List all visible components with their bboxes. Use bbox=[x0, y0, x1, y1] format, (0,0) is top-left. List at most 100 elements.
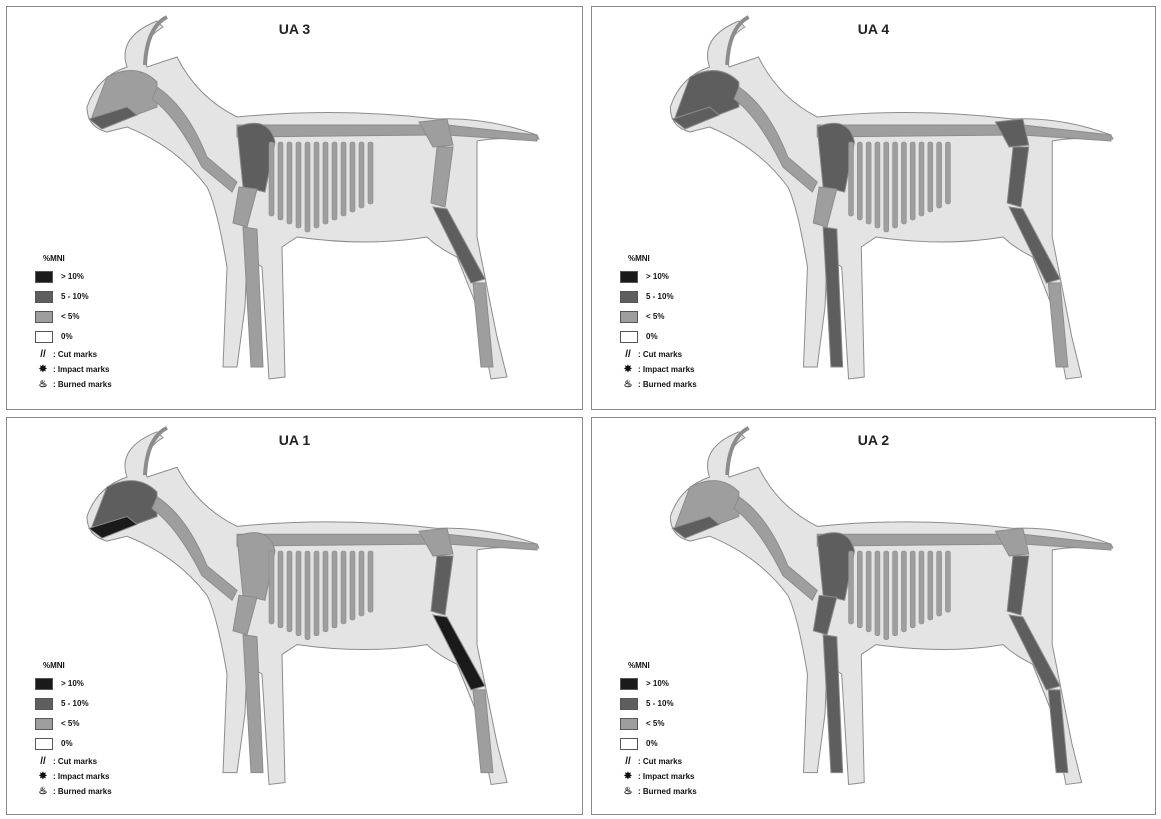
legend-mark-label: : Burned marks bbox=[638, 381, 697, 389]
rib-bone bbox=[341, 551, 346, 624]
legend-label: > 10% bbox=[61, 680, 84, 688]
legend-mark-item: ♨: Burned marks bbox=[620, 784, 697, 799]
rib-bone bbox=[919, 551, 924, 624]
rib-bone bbox=[893, 142, 898, 228]
legend-title: %MNI bbox=[43, 662, 112, 670]
legend-item: 0% bbox=[35, 327, 112, 347]
legend-swatch bbox=[35, 271, 53, 283]
legend-label: > 10% bbox=[61, 273, 84, 281]
legend-label: < 5% bbox=[61, 720, 79, 728]
rib-bone bbox=[296, 142, 301, 228]
rib-bone bbox=[928, 551, 933, 620]
goat-silhouette bbox=[670, 432, 1113, 785]
rib-bone bbox=[945, 551, 950, 612]
rib-bone bbox=[314, 551, 319, 636]
legend-mark-item: ♨: Burned marks bbox=[35, 377, 112, 392]
legend-mark-label: : Cut marks bbox=[638, 758, 682, 766]
rib-bone bbox=[884, 551, 889, 640]
impact-marks-icon: ✸ bbox=[620, 772, 636, 782]
legend-swatch bbox=[620, 311, 638, 323]
panel-title: UA 1 bbox=[7, 432, 582, 448]
legend-swatch bbox=[620, 291, 638, 303]
legend-mark-item: //: Cut marks bbox=[35, 754, 112, 769]
legend-mark-label: : Impact marks bbox=[638, 773, 694, 781]
legend: %MNI > 10% 5 - 10% < 5% 0% //: Cut marks✸: Im… bbox=[35, 662, 112, 799]
burned-marks-icon: ♨ bbox=[620, 380, 636, 390]
legend-label: < 5% bbox=[646, 313, 664, 321]
legend-swatch bbox=[35, 331, 53, 343]
rib-bone bbox=[928, 142, 933, 212]
legend-mark-item: //: Cut marks bbox=[620, 754, 697, 769]
legend-title: %MNI bbox=[628, 255, 697, 263]
legend-swatch bbox=[35, 738, 53, 750]
impact-marks-icon: ✸ bbox=[35, 365, 51, 375]
legend-item: 5 - 10% bbox=[620, 287, 697, 307]
rib-bone bbox=[910, 551, 915, 628]
cut-marks-icon: // bbox=[620, 350, 636, 360]
legend-swatch bbox=[620, 738, 638, 750]
rib-bone bbox=[866, 142, 871, 224]
rib-bone bbox=[875, 142, 880, 228]
legend: %MNI> 10%5 - 10%< 5%0%//: Cut marks✸: Im… bbox=[35, 255, 112, 392]
legend-label: > 10% bbox=[646, 273, 669, 281]
rib-bone bbox=[323, 142, 328, 224]
legend-mark-item: ✸: Impact marks bbox=[35, 769, 112, 784]
legend-mark-item: ♨: Burned marks bbox=[35, 784, 112, 799]
rib-bone bbox=[341, 142, 346, 216]
rib-bone bbox=[866, 551, 871, 632]
rib-bone bbox=[305, 551, 310, 640]
legend-mark-label: : Burned marks bbox=[53, 788, 112, 796]
rib-bone bbox=[287, 142, 292, 224]
rib-bone bbox=[314, 142, 319, 228]
legend: %MNI > 10% 5 - 10% < 5% 0% //: Cut marks ✸: Im… bbox=[620, 255, 697, 392]
panel-ua3: UA 3 %MNI> 10%5 - 10%< 5%0%//: Cut marks… bbox=[6, 6, 583, 410]
legend-mark-item: ✸: Impact marks bbox=[620, 362, 697, 377]
rib-bone bbox=[359, 551, 364, 616]
rib-bone bbox=[278, 142, 283, 220]
legend-label: 0% bbox=[646, 740, 658, 748]
legend-mark-label: : Burned marks bbox=[638, 788, 697, 796]
rib-bone bbox=[296, 551, 301, 636]
legend-mark-label: : Impact marks bbox=[638, 366, 694, 374]
legend-mark-label: : Impact marks bbox=[53, 366, 109, 374]
burned-marks-icon: ♨ bbox=[620, 787, 636, 797]
rib-bone bbox=[937, 142, 942, 208]
legend-label: 0% bbox=[646, 333, 658, 341]
rib-bone bbox=[901, 551, 906, 632]
rib-bone bbox=[350, 551, 355, 620]
legend-mark-label: : Impact marks bbox=[53, 773, 109, 781]
rib-bone bbox=[287, 551, 292, 632]
legend-item: 0% bbox=[620, 734, 697, 754]
legend-mark-item: ✸: Impact marks bbox=[620, 769, 697, 784]
legend-item: 0% bbox=[620, 327, 697, 347]
legend-item: < 5% bbox=[35, 714, 112, 734]
rib-bone bbox=[875, 551, 880, 636]
cut-marks-icon: // bbox=[620, 757, 636, 767]
rib-bone bbox=[857, 142, 862, 220]
panel-ua2: UA 2 %MNI> 10%5 - 10%< 5%0%//: Cut marks… bbox=[591, 417, 1156, 815]
goat-silhouette bbox=[87, 21, 539, 379]
rib-bone bbox=[359, 142, 364, 208]
rib-bone bbox=[323, 551, 328, 632]
legend-mark-item: //: Cut marks bbox=[35, 347, 112, 362]
legend-mark-label: : Cut marks bbox=[638, 351, 682, 359]
rib-bone bbox=[269, 551, 274, 624]
legend-mark-label: : Cut marks bbox=[53, 351, 97, 359]
legend-label: 0% bbox=[61, 333, 73, 341]
rib-bone bbox=[332, 142, 337, 220]
panel-ua1: UA 1 %MNI > 10% 5 - 10% < 5% 0% //: Cut marks… bbox=[6, 417, 583, 815]
legend-item: < 5% bbox=[35, 307, 112, 327]
rib-bone bbox=[893, 551, 898, 636]
legend-swatch bbox=[35, 291, 53, 303]
legend-item: < 5% bbox=[620, 307, 697, 327]
legend-mark-item: ✸: Impact marks bbox=[35, 362, 112, 377]
rib-bone bbox=[945, 142, 950, 204]
legend-label: 0% bbox=[61, 740, 73, 748]
burned-marks-icon: ♨ bbox=[35, 380, 51, 390]
legend-item: < 5% bbox=[620, 714, 697, 734]
legend-title: %MNI bbox=[628, 662, 697, 670]
rib-bone bbox=[305, 142, 310, 232]
legend-label: 5 - 10% bbox=[61, 700, 89, 708]
legend: %MNI> 10%5 - 10%< 5%0%//: Cut marks✸: Im… bbox=[620, 662, 697, 799]
panel-title: UA 3 bbox=[7, 21, 582, 37]
